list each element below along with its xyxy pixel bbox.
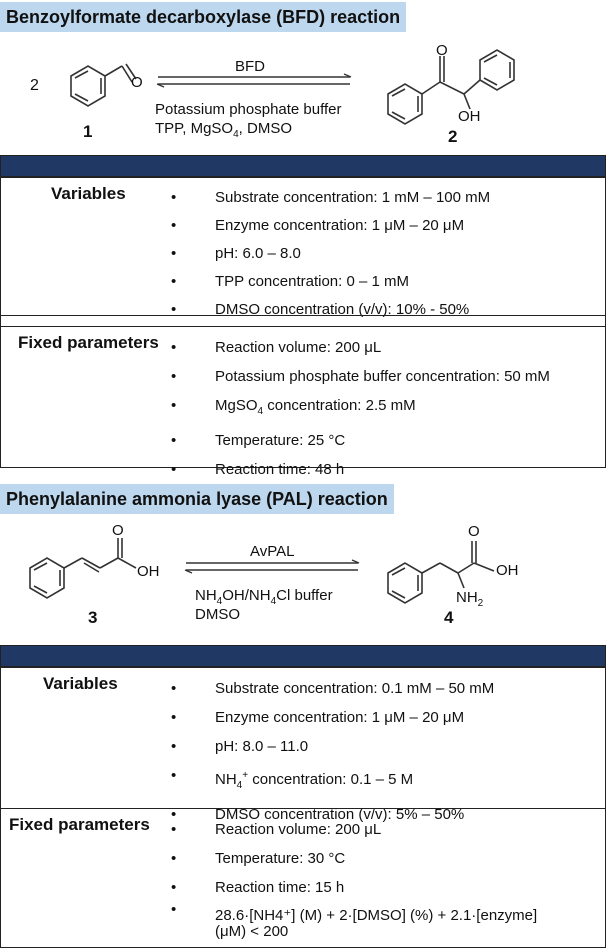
acid-oxygen-label: O	[112, 522, 124, 539]
list-item: Potassium phosphate buffer concentration…	[171, 362, 550, 391]
ketone-oxygen-label: O	[436, 42, 448, 59]
benzaldehyde-structure	[70, 63, 137, 107]
list-item: NH4+ concentration: 0.1 – 5 M	[171, 761, 494, 800]
pal-title: Phenylalanine ammonia lyase (PAL) reacti…	[0, 484, 394, 514]
compound-3-number: 3	[88, 608, 98, 627]
list-item: Substrate concentration: 0.1 mM – 50 mM	[171, 674, 494, 703]
list-item: Enzyme concentration: 1 μM – 20 μM	[171, 212, 490, 240]
pal-equilibrium-arrows	[184, 559, 360, 574]
list-item: MgSO4 concentration: 2.5 mM	[171, 391, 550, 426]
stoichiometric-coefficient: 2	[30, 77, 39, 94]
bfd-variables-section: Variables Substrate concentration: 1 mM …	[1, 177, 605, 324]
pal-fixed-section: Fixed parameters Reaction volume: 200 μL…	[1, 808, 605, 945]
list-item: TPP concentration: 0 – 1 mM	[171, 268, 490, 296]
pal-fixed-label: Fixed parameters	[9, 815, 150, 834]
bfd-structures	[70, 49, 515, 125]
bfd-variables-list: Substrate concentration: 1 mM – 100 mM E…	[171, 184, 490, 324]
list-item: pH: 6.0 – 8.0	[171, 240, 490, 268]
pal-conditions-line1: NH4OH/NH4Cl buffer	[195, 587, 333, 607]
list-item: Reaction time: 15 h	[171, 873, 555, 902]
bfd-fixed-label: Fixed parameters	[18, 333, 159, 352]
pal-fixed-list: Reaction volume: 200 μL Temperature: 30 …	[171, 815, 555, 940]
list-item: Enzyme concentration: 1 μM – 20 μM	[171, 703, 494, 732]
amine-label: NH2	[456, 589, 484, 609]
pal-reaction-scheme: O OH O OH NH2 AvPAL NH4OH/NH4Cl buffer D…	[0, 518, 606, 630]
hydroxyl-label: OH	[458, 108, 481, 125]
bfd-spacer-row	[1, 315, 605, 326]
bfd-reaction-scheme: 2 O O OH BFD Potassium phosphate buffer …	[0, 34, 606, 150]
bfd-conditions-line2: TPP, MgSO4, DMSO	[155, 120, 292, 140]
pal-enzyme-label: AvPAL	[250, 543, 295, 560]
bfd-parameter-table: Variables Substrate concentration: 1 mM …	[0, 155, 606, 484]
list-item: Temperature: 25 °C	[171, 426, 550, 455]
compound-4-number: 4	[444, 608, 454, 627]
phenylalanine-structure	[387, 541, 495, 604]
equilibrium-arrows	[156, 73, 352, 88]
benzoin-structure	[387, 49, 515, 125]
pal-parameter-table: Variables Substrate concentration: 0.1 m…	[0, 645, 606, 948]
product-oxygen-label: O	[468, 523, 480, 540]
aldehyde-oxygen-label: O	[131, 74, 143, 91]
list-item: Reaction volume: 200 μL	[171, 333, 550, 362]
pal-table-header	[1, 646, 605, 667]
acid-hydroxyl-label: OH	[137, 563, 160, 580]
list-item: Temperature: 30 °C	[171, 844, 555, 873]
bfd-fixed-section: Fixed parameters Reaction volume: 200 μL…	[1, 326, 605, 484]
compound-2-number: 2	[448, 127, 458, 146]
bfd-title: Benzoylformate decarboxylase (BFD) react…	[0, 2, 407, 32]
pal-variables-list: Substrate concentration: 0.1 mM – 50 mM …	[171, 674, 494, 829]
pal-structures	[29, 538, 495, 604]
list-item: Substrate concentration: 1 mM – 100 mM	[171, 184, 490, 212]
bfd-enzyme-label: BFD	[235, 58, 265, 75]
pal-conditions-line2: DMSO	[195, 606, 240, 623]
list-item: pH: 8.0 – 11.0	[171, 732, 494, 761]
bfd-table-header	[1, 156, 605, 177]
list-item: Reaction time: 48 h	[171, 455, 550, 484]
list-item: 28.6·[NH4⁺] (M) + 2·[DMSO] (%) + 2.1·[en…	[171, 902, 555, 940]
list-item: Reaction volume: 200 μL	[171, 815, 555, 844]
cinnamic-acid-structure	[29, 538, 137, 599]
bfd-conditions-line1: Potassium phosphate buffer	[155, 101, 342, 118]
compound-1-number: 1	[83, 122, 93, 141]
pal-variables-label: Variables	[43, 674, 118, 693]
bfd-variables-label: Variables	[51, 184, 126, 203]
pal-variables-section: Variables Substrate concentration: 0.1 m…	[1, 667, 605, 829]
product-hydroxyl-label: OH	[496, 562, 519, 579]
list-item: DMSO concentration (v/v): 10% - 50%	[171, 296, 490, 324]
bfd-fixed-list: Reaction volume: 200 μL Potassium phosph…	[171, 333, 550, 484]
